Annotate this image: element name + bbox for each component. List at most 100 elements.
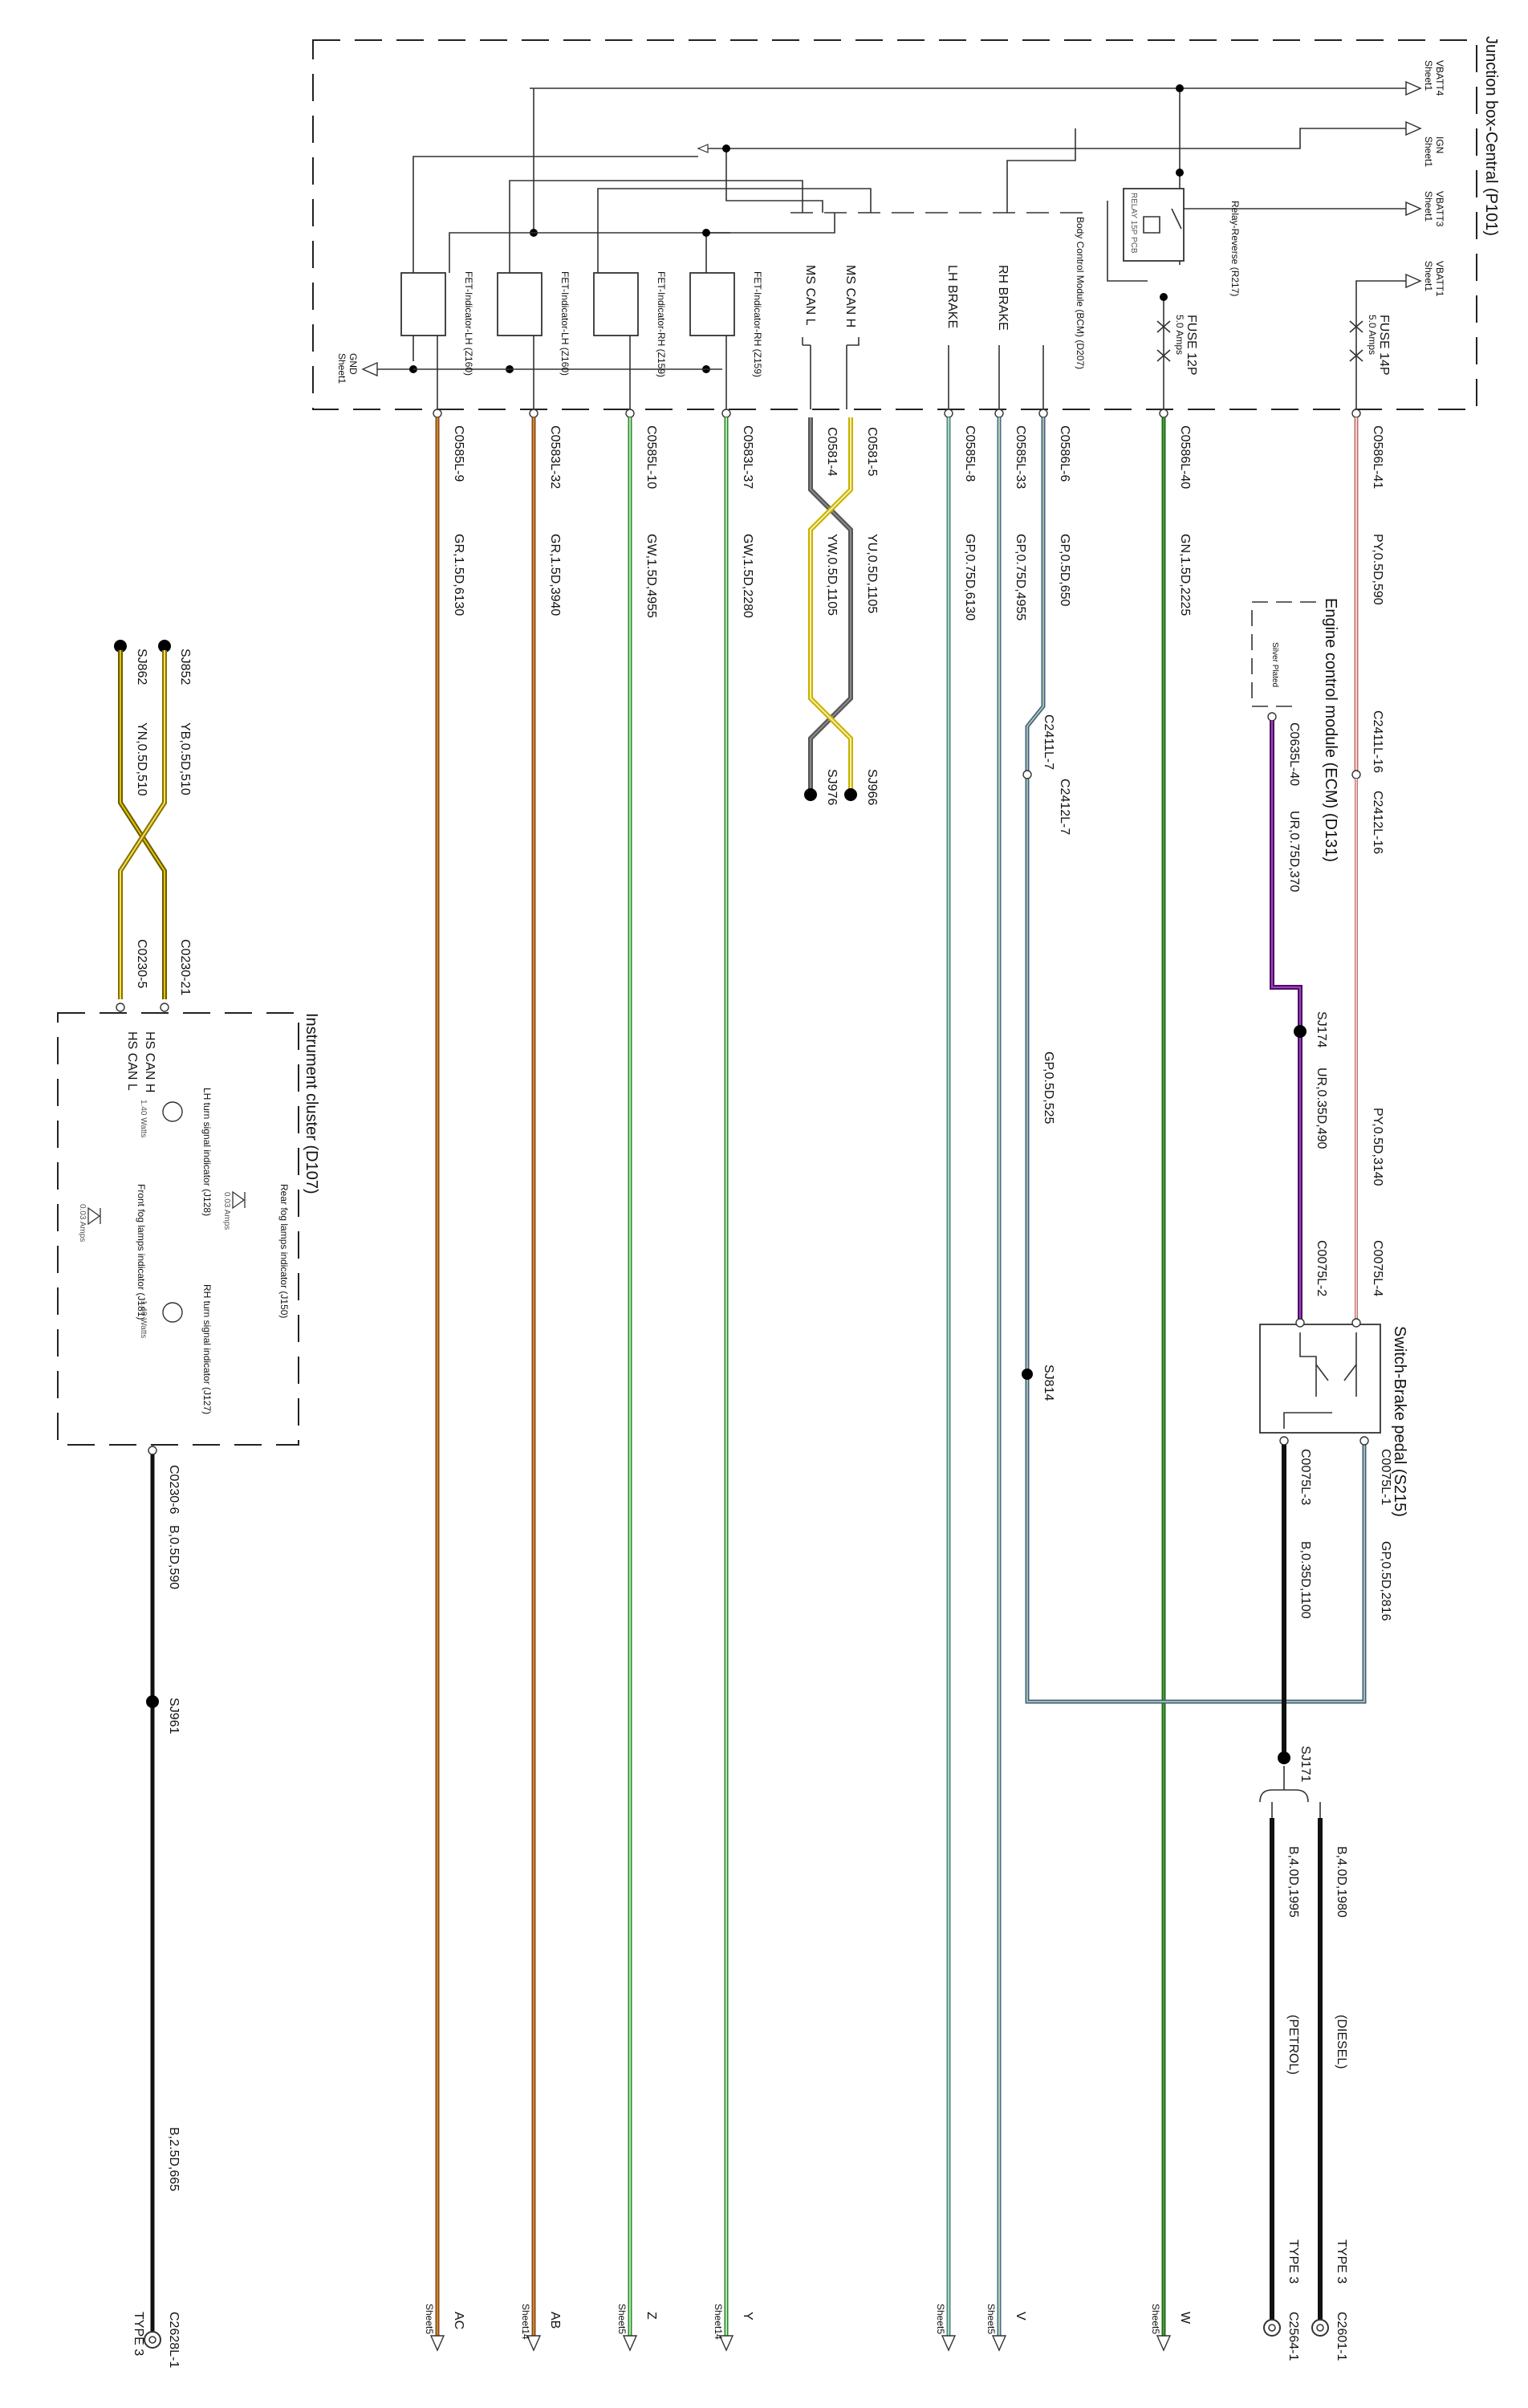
junction-internal-wiring (361, 84, 1184, 377)
ms-can-sj-2: SJ966 (865, 769, 879, 805)
wire-destination: Y (741, 2312, 754, 2321)
led-icon (232, 1190, 246, 1210)
feed-ign-sheet: Sheet1 (1423, 136, 1434, 167)
wire-sheet: Sheet5 (1150, 2304, 1161, 2334)
lh-brake-label: LH BRAKE (945, 265, 959, 328)
cluster-out-conn: C0230-6 (167, 1465, 181, 1514)
wire-connector-label: C0586L-41 (1371, 425, 1384, 489)
bcm-label: Body Control Module (BCM) (D207) (1075, 217, 1086, 369)
hs-can-wire-1: YB,0.5D,510 (178, 722, 192, 795)
petrol-wire: B,4.0D,1995 (1286, 1846, 1300, 1918)
cluster-sj: SJ961 (167, 1698, 181, 1734)
ms-can-conn-1: C0581-4 (825, 427, 839, 476)
wire-connector-label: C0585L-9 (452, 425, 465, 482)
fuse12-rating: 5.0 Amps (1174, 315, 1185, 355)
switch-wire-out1: GP,0.5D,2816 (1379, 1541, 1392, 1621)
diesel-wire: B,4.0D,1980 (1335, 1846, 1348, 1918)
inline-c4: C2412L-7 (1058, 779, 1071, 835)
led-icon (87, 1206, 101, 1226)
wire-spec-label: GN,1.5D,2225 (1178, 534, 1192, 616)
wire-connector-label: C0586L-6 (1058, 425, 1071, 482)
feed-vbatt3-sheet: Sheet1 (1423, 191, 1434, 222)
wire-connector-label: C0583L-37 (741, 425, 754, 489)
wire-terminal (529, 409, 538, 418)
ms-can-h-label: MS CAN H (843, 265, 857, 327)
wire-outer (1025, 417, 1046, 771)
inline-py-wire: PY,0.5D,3140 (1371, 1108, 1384, 1186)
rh-brake-label: RH BRAKE (996, 265, 1010, 331)
wire-end-arrow (622, 2335, 638, 2352)
bulb-icon (162, 1302, 183, 1323)
ecm-boundary (1251, 601, 1316, 707)
wire-destination: V (1014, 2312, 1027, 2321)
wire-spec-label: PY,0.5D,590 (1371, 534, 1384, 605)
hs-can-wire-2: YN,0.5D,510 (135, 722, 148, 796)
wire-terminal (433, 409, 442, 418)
fet-label-2: FET-Indicator-LH (Z160) (559, 271, 571, 376)
wire-end-arrow (718, 2335, 734, 2352)
wire-spec-label: GW,1.5D,2280 (741, 534, 754, 618)
diesel-label: (DIESEL) (1335, 2015, 1348, 2069)
bulb-icon (162, 1101, 183, 1122)
fet-blocks (400, 272, 735, 336)
feed-vbatt4-sheet: Sheet1 (1423, 60, 1434, 91)
hs-can-conn-1: C0230-21 (178, 939, 192, 995)
diesel-conn: C2601-1 (1335, 2312, 1348, 2361)
wire-sheet: Sheet5 (985, 2304, 997, 2334)
wire-terminal (994, 409, 1004, 418)
wire-connector-label: C0585L-10 (644, 425, 658, 489)
switch-conn-l2: C0075L-2 (1315, 1240, 1328, 1296)
wire-destination: Z (644, 2312, 658, 2320)
fuse14-name: FUSE 14P (1377, 315, 1391, 376)
wire-end-arrow (1156, 2335, 1172, 2352)
wire-group: C0585L-9GR,1.5D,6130ACSheet5C0583L-32GR,… (424, 409, 1384, 2352)
wire-spec-label: GR,1.5D,3940 (548, 534, 562, 616)
ms-can-l-label: MS CAN L (803, 265, 817, 326)
cluster-gnd-type: TYPE 3 (132, 2312, 145, 2356)
hs-can-sj-2: SJ862 (135, 649, 148, 685)
ecm-connector: C0635L-40 (1287, 722, 1301, 786)
cluster-ground-wire (144, 1446, 161, 2349)
petrol-conn: C2564-1 (1286, 2312, 1300, 2361)
switch-ground-wire (1259, 1445, 1329, 2337)
brake-switch-body (1259, 1324, 1381, 1434)
hs-can-sj-1: SJ852 (178, 649, 192, 685)
inline-gp-wire: GP,0.5D,525 (1042, 1051, 1055, 1125)
gnd-sheet: Sheet1 (336, 353, 347, 384)
gnd-label: GND (347, 353, 359, 375)
wire-connector-label: C0583L-32 (548, 425, 562, 489)
wire-end-arrow (526, 2335, 542, 2352)
front-fog-amps: 0.03 Amps (78, 1204, 87, 1242)
box-drops (437, 336, 1357, 409)
switch-wire-out2: B,0.35D,1100 (1298, 1541, 1312, 1619)
petrol-label: (PETROL) (1286, 2015, 1300, 2075)
rh-turn-watts: 1.40 Watts (139, 1300, 148, 1338)
ms-can-wire-2: YU,0.5D,1105 (865, 534, 879, 613)
cluster-gnd-wire: B,2.5D,665 (167, 2127, 181, 2191)
ecm-wire-2: UR,0.35D,490 (1315, 1068, 1328, 1149)
feed-vbatt4: VBATT4 (1434, 60, 1445, 96)
hs-can-h-label: HS CAN H (143, 1031, 156, 1092)
ms-can-wire-1: YW,0.5D,1105 (825, 534, 839, 616)
feed-vbatt1: VBATT1 (1434, 261, 1445, 297)
wire-spec-label: GP,0.75D,6130 (963, 534, 977, 620)
inline-sj814: SJ814 (1042, 1365, 1055, 1401)
wire-spec-label: GP,0.5D,650 (1058, 534, 1071, 607)
feed-vbatt1-sheet: Sheet1 (1423, 261, 1434, 291)
feed-ign: IGN (1434, 136, 1445, 153)
wire-terminal (1038, 409, 1048, 418)
feed-vbatt3: VBATT3 (1434, 191, 1445, 227)
inline-c2: C2412L-16 (1371, 791, 1384, 854)
inline-c3: C2411L-7 (1042, 714, 1055, 770)
fuse14-rating: 5.0 Amps (1367, 315, 1378, 355)
ecm-sj: SJ174 (1315, 1011, 1328, 1047)
switch-conn-l3: C0075L-3 (1298, 1449, 1312, 1505)
rh-turn-label: RH turn signal indicator (J127) (201, 1284, 213, 1414)
wire-connector-label: C0585L-33 (1014, 425, 1027, 489)
lh-turn-label: LH turn signal indicator (J128) (201, 1088, 213, 1216)
wire-sheet: Sheet5 (935, 2304, 946, 2334)
wire-inner (1026, 417, 1044, 771)
switch-conn-l4: C0075L-4 (1371, 1240, 1384, 1296)
cluster-title: Instrument cluster (D107) (303, 1013, 320, 1194)
front-fog-label: Front fog lamps indicator (J181) (136, 1184, 147, 1320)
